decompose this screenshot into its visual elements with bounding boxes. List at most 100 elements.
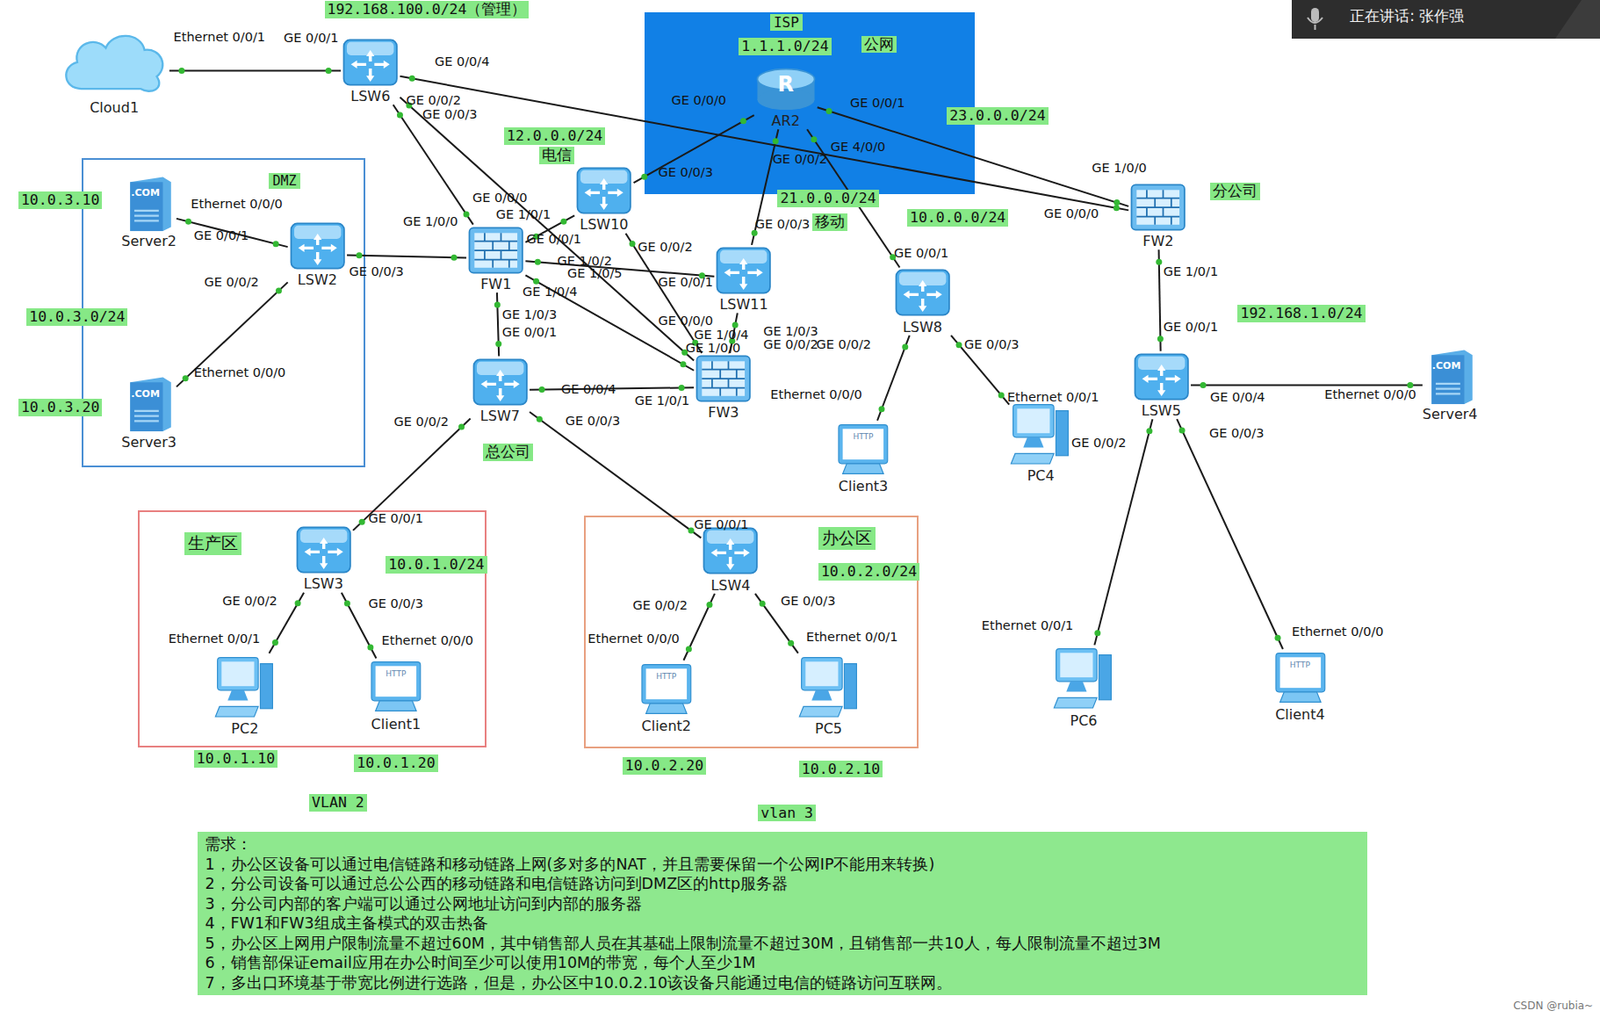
device-icon-art (1269, 648, 1332, 707)
device-node: LSW8 (893, 266, 952, 335)
device-icon: .COM (122, 374, 175, 433)
requirement-line: 2，分公司设备可以通过总公公西的移动链路和电信链路访问到DMZ区的http服务器 (204, 873, 1361, 894)
port-dot (359, 518, 366, 526)
device-icon-part (1141, 374, 1148, 382)
ip-tag: 公网 (861, 36, 897, 54)
ip-tag: 192.168.1.0/24 (1237, 304, 1365, 323)
device-icon-part (1131, 184, 1185, 230)
link-line (399, 97, 694, 361)
port-dot (494, 302, 501, 309)
device-icon: HTTP (635, 660, 698, 718)
device-icon-part (474, 232, 518, 268)
device-name: Cloud1 (89, 100, 139, 116)
port-label: Ethernet 0/0/0 (1324, 388, 1417, 403)
device-icon-part (936, 290, 943, 299)
device-icon-part (227, 689, 248, 700)
device-icon-part (319, 562, 328, 570)
device-icon-part (1016, 408, 1050, 433)
device-icon-part (469, 227, 523, 273)
device-icon-part (474, 232, 518, 268)
device-icon (700, 525, 760, 577)
link-line (353, 418, 471, 530)
port-label: GE 0/0/3 (367, 597, 423, 612)
device-icon-part (375, 666, 417, 698)
device-icon-part (496, 395, 505, 402)
link-line (393, 104, 474, 224)
device-name: LSW6 (350, 88, 390, 105)
device-icon-part (805, 661, 838, 686)
port-dot (1157, 335, 1164, 342)
port-dot (732, 322, 739, 329)
link-line (176, 218, 289, 247)
device-icon-art (893, 266, 952, 318)
device-icon-part (66, 36, 164, 92)
link-line (634, 115, 755, 183)
port-dot (1179, 426, 1186, 433)
device-name: LSW10 (579, 216, 628, 233)
device-name: LSW4 (710, 577, 750, 594)
port-label: Ethernet 0/0/1 (168, 632, 261, 647)
device-icon (294, 524, 354, 576)
port-label: Ethernet 0/0/0 (190, 197, 283, 212)
device-icon-art (1128, 181, 1188, 233)
device-node: FW2 (1128, 181, 1188, 250)
device-icon-part (1435, 383, 1461, 395)
ip-tag: 21.0.0.0/24 (777, 189, 879, 208)
mic-icon (1311, 7, 1319, 22)
device-icon-part (1098, 655, 1111, 700)
port-label: Ethernet 0/0/1 (173, 30, 267, 45)
ip-tag: VLAN 2 (309, 793, 368, 812)
requirement-line: 1，办公区设备可以通过电信链路和移动链路上网(多对多的NAT，并且需要保留一个公… (204, 854, 1361, 875)
port-dot (275, 287, 282, 294)
device-name: Client3 (838, 478, 889, 495)
device-icon-art (797, 653, 861, 721)
port-label: GE 0/0/1 (526, 232, 582, 247)
device-icon-part (715, 542, 747, 567)
port-label: GE 0/0/1 (1163, 320, 1219, 335)
device-icon-part (319, 537, 328, 544)
device-icon: HTTP (1269, 648, 1332, 707)
port-label: GE 0/0/2 (763, 338, 818, 353)
mic-stand (1307, 17, 1323, 30)
device-name: LSW2 (297, 272, 338, 289)
device-node: LSW2 (288, 220, 347, 289)
device-node: FW3 (693, 353, 753, 421)
port-dot (272, 639, 279, 646)
port-dot (539, 386, 546, 393)
device-name: FW3 (707, 404, 739, 421)
link-line (176, 281, 289, 387)
ip-tag: 23.0.0.0/24 (946, 107, 1048, 125)
watermark: CSDN @rubia~ (1513, 999, 1593, 1012)
port-label: Ethernet 0/0/0 (194, 366, 287, 381)
device-icon-part (918, 281, 927, 288)
port-label: GE 0/0/1 (893, 246, 949, 261)
device-icon-part (216, 656, 258, 690)
link-line (169, 70, 341, 73)
device-icon-part (697, 356, 750, 402)
speaker-status: 正在讲话: 张作强 (1349, 7, 1464, 25)
device-icon-part (838, 424, 888, 463)
port-label: Ethernet 0/0/1 (981, 619, 1074, 634)
port-label: Ethernet 0/0/0 (587, 632, 680, 647)
port-label: GE 1/0/1 (496, 208, 551, 223)
port-label: GE 0/0/3 (422, 108, 477, 123)
device-icon-part (1056, 648, 1097, 682)
link-line (1094, 418, 1153, 645)
zone-box: 生产区LSW3PC2HTTPClient1 (137, 510, 487, 748)
ip-tag: 分公司 (1210, 182, 1261, 201)
device-icon-art (832, 420, 894, 478)
link-line (1176, 418, 1283, 649)
header-corner (1555, 0, 1600, 39)
icon-text: HTTP (1290, 661, 1311, 670)
device-node: HTTPClient3 (832, 420, 894, 495)
port-dot (560, 218, 567, 225)
device-icon-part (584, 188, 591, 197)
port-label: GE 0/0/0 (657, 314, 713, 329)
device-icon: HTTP (832, 420, 894, 478)
device-icon-part (1431, 350, 1472, 405)
ip-tag: 10.0.1.20 (353, 754, 438, 772)
device-icon-part (130, 377, 172, 433)
ip-tag: 10.0.3.10 (18, 191, 102, 210)
port-label: GE 0/0/0 (472, 191, 527, 206)
device-icon-art (213, 653, 277, 721)
